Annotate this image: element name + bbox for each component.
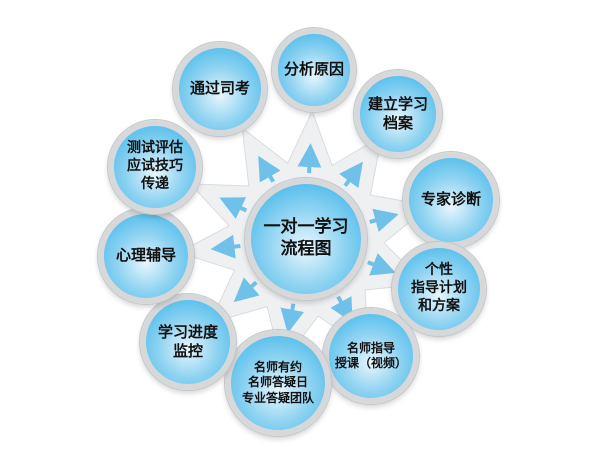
center-node: 一对一学习 流程图 (245, 178, 367, 300)
flow-arrow (233, 277, 260, 303)
node-label: 名师指导 授课（视频） (334, 340, 407, 370)
node-progress-monitoring: 学习进度 监控 (140, 294, 236, 390)
flow-arrow (258, 155, 281, 183)
node-label: 个性 指导计划 和方案 (411, 262, 467, 314)
flow-arrow (339, 161, 363, 189)
node-label: 心理辅导 (115, 246, 176, 265)
node-label: 学习进度 监控 (157, 322, 218, 360)
node-testing-skills: 测试评估 应试技巧 传递 (108, 120, 202, 214)
node-label: 建立学习 档案 (367, 94, 428, 132)
node-learning-archive: 建立学习 档案 (354, 70, 442, 158)
node-label: 分析原因 (283, 60, 344, 79)
node-label: 通过司考 (189, 79, 250, 98)
node-analyze-cause: 分析原因 (272, 28, 356, 112)
flow-arrow (219, 197, 248, 219)
node-psych-counseling: 心理辅导 (98, 208, 194, 304)
flow-arrow (367, 253, 396, 276)
flow-arrow (369, 208, 399, 232)
node-personal-plan: 个性 指导计划 和方案 (392, 242, 486, 336)
node-label: 专家诊断 (420, 190, 481, 209)
flow-arrow (297, 143, 322, 174)
flow-arrow (280, 303, 305, 334)
flow-arrow (330, 295, 353, 323)
node-teacher-qa: 名师有约 名师答疑日 专业答疑团队 (225, 330, 331, 436)
node-teacher-video-lessons: 名师指导 授课（视频） (323, 308, 419, 404)
node-pass-exam: 通过司考 (173, 42, 267, 136)
flow-arrow (210, 234, 241, 259)
center-label: 一对一学习 流程图 (263, 217, 349, 259)
node-label: 名师有约 名师答疑日 专业答疑团队 (241, 359, 314, 405)
node-expert-diagnosis: 专家诊断 (403, 152, 499, 248)
node-label: 测试评估 应试技巧 传递 (127, 140, 183, 192)
